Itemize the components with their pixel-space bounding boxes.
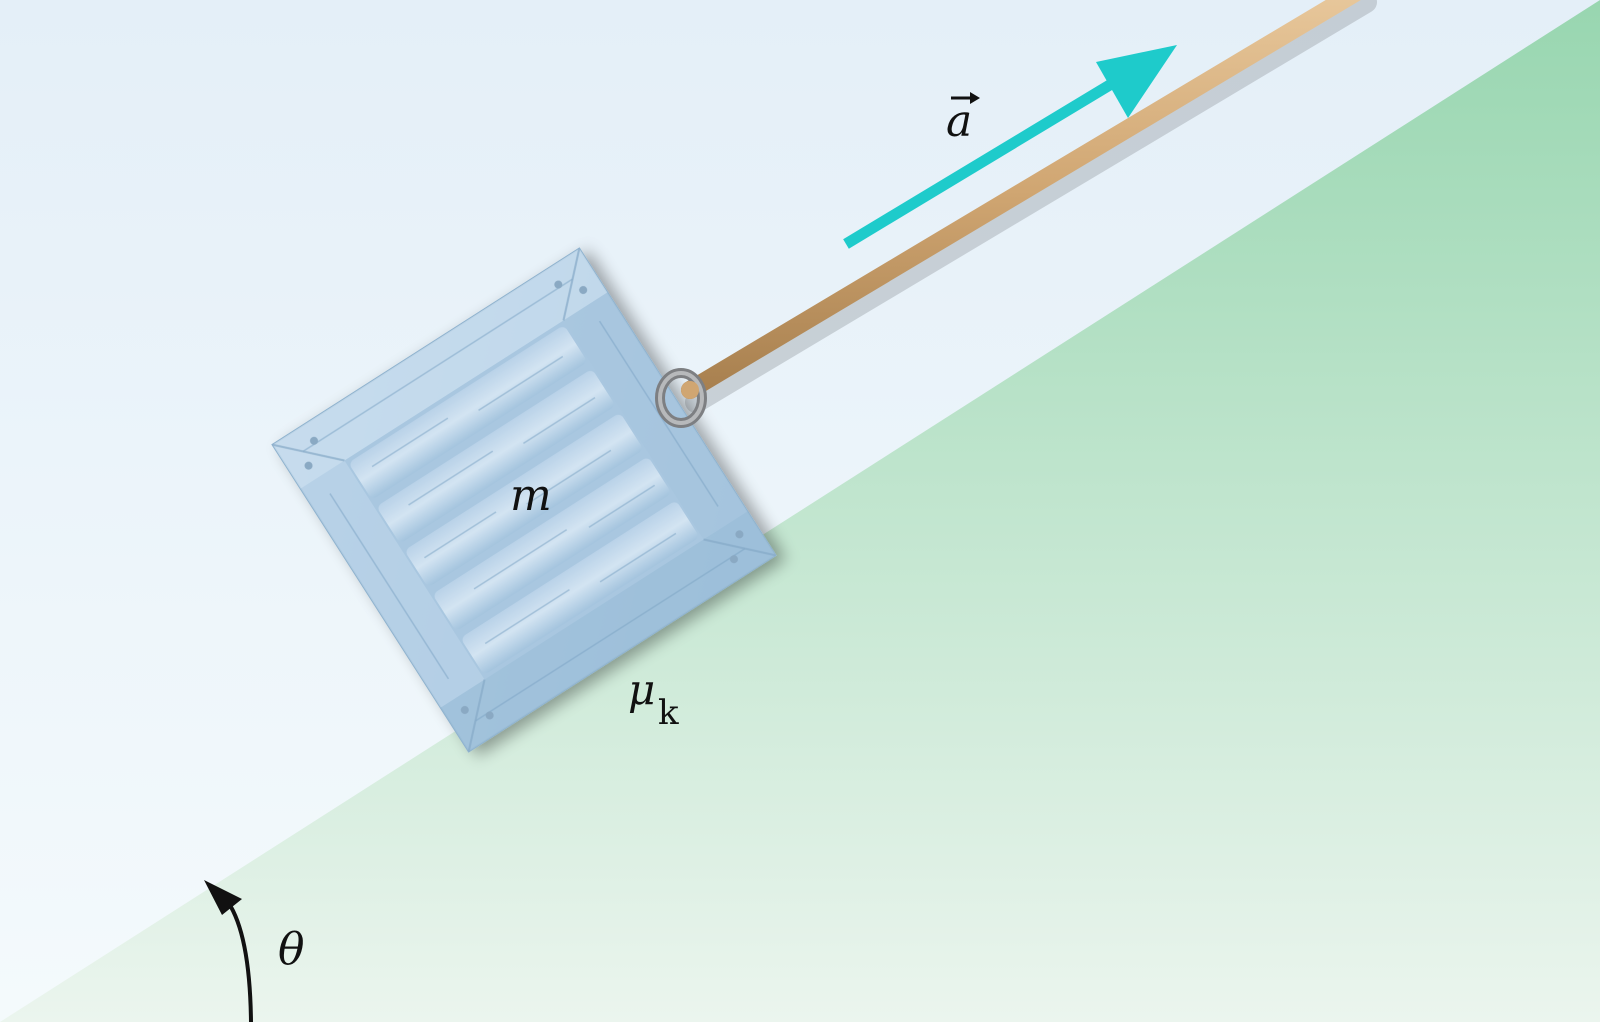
wooden-crate-icon bbox=[271, 247, 777, 753]
crate bbox=[271, 247, 777, 753]
friction-label: μ k bbox=[628, 665, 679, 733]
acceleration-symbol: a bbox=[946, 96, 972, 147]
mass-label: m bbox=[510, 470, 552, 521]
vector-arrow-icon bbox=[951, 92, 980, 104]
friction-subscript: k bbox=[658, 693, 679, 733]
friction-symbol: μ bbox=[628, 665, 655, 714]
rope-icon bbox=[681, 0, 1377, 413]
angle-label: θ bbox=[278, 924, 305, 975]
acceleration-arrow bbox=[843, 45, 1177, 249]
rope-end bbox=[681, 381, 699, 399]
tie-ring-icon bbox=[655, 368, 707, 428]
angle-arrow bbox=[204, 880, 253, 1022]
acceleration-label: a bbox=[946, 92, 980, 147]
